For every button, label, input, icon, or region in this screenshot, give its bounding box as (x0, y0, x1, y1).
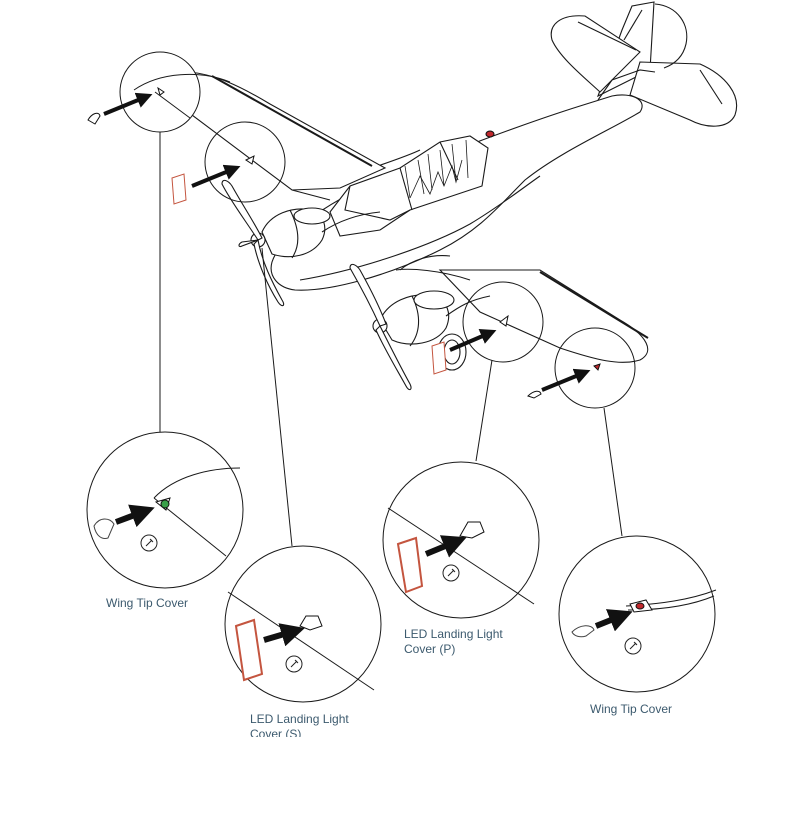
green-light (160, 499, 170, 509)
arrow-icon (541, 368, 591, 392)
callout-wing-tip-left (86, 431, 244, 589)
horizontal-stabilizer-left (550, 15, 641, 93)
led-cover-part-s (171, 173, 187, 205)
led-cover-icon (234, 618, 264, 682)
arrow-icon (103, 92, 153, 116)
screw-icon (442, 564, 460, 582)
callout-circle-wingtip-right-small (554, 327, 636, 409)
arrow-icon (424, 535, 467, 558)
screw-icon (624, 637, 642, 655)
arrow-icon (594, 609, 633, 632)
red-light (635, 602, 645, 610)
propeller-icon (221, 179, 285, 307)
led-cover-icon (396, 536, 424, 594)
wing-tip-cover-part-left (87, 112, 101, 125)
label-wing-tip-cover-left: Wing Tip Cover (106, 596, 189, 610)
arrow-icon (263, 623, 305, 647)
propeller-icon (349, 263, 412, 391)
label-led-landing-light-p: LED Landing Light Cover (P) (404, 627, 503, 656)
horizontal-stabilizer-right (629, 61, 738, 127)
led-cover-part-p (431, 341, 447, 375)
arrow-icon (449, 329, 497, 352)
screw-icon (140, 534, 158, 552)
arrow-icon (191, 164, 241, 188)
wing-right (438, 269, 649, 363)
rear-light (485, 130, 495, 138)
label-clip-led-s: LED Landing Light Cover (S) (240, 710, 400, 737)
callout-led-landing-light-s (224, 545, 382, 703)
callout-circle-led-s-small (204, 121, 286, 203)
callout-circle-led-p-small (462, 281, 544, 363)
leader-lines (159, 132, 623, 547)
callout-led-landing-light-p (382, 461, 540, 619)
screw-icon (285, 655, 303, 673)
arrow-icon (114, 504, 155, 528)
callout-wing-tip-right (558, 535, 717, 693)
airplane-illustration (159, 1, 738, 391)
wing-tip-cover-icon (93, 518, 115, 539)
wing-tip-cover-part-right (527, 390, 542, 399)
label-led-landing-light-s: LED Landing Light Cover (S) (250, 712, 349, 737)
label-wing-tip-cover-right: Wing Tip Cover (590, 702, 673, 716)
wing-tip-cover-icon (571, 625, 595, 638)
